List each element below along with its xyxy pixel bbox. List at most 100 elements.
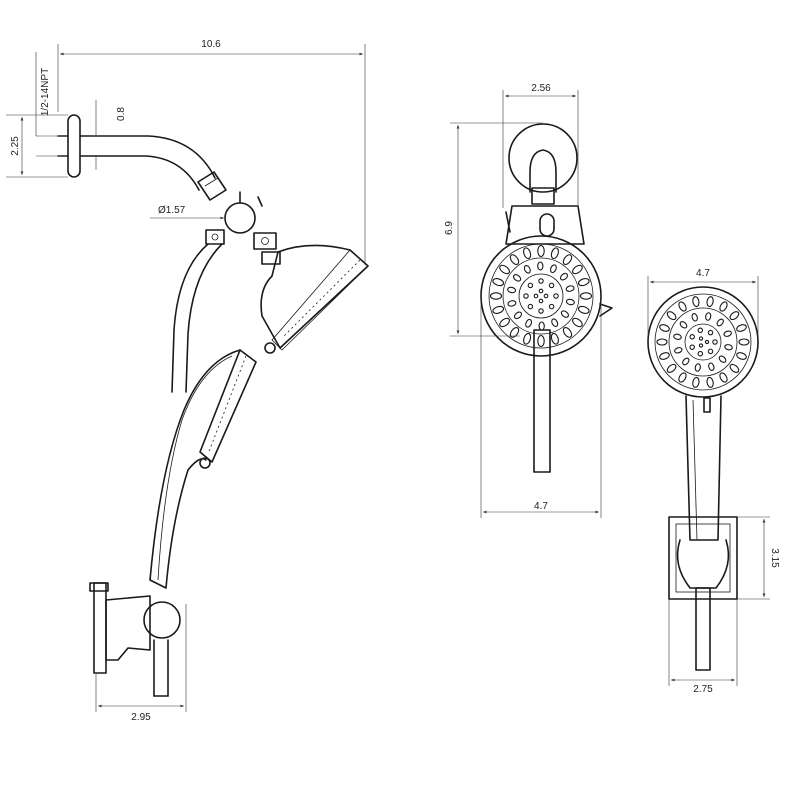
spray-nozzle xyxy=(548,303,555,310)
spray-nozzle xyxy=(527,303,534,310)
spray-nozzle xyxy=(507,300,517,307)
spray-nozzle xyxy=(512,274,522,282)
spray-nozzle xyxy=(577,278,590,287)
hose-connector xyxy=(205,229,225,245)
wall-bracket xyxy=(89,582,181,697)
spray-nozzle xyxy=(682,357,690,366)
dim-hand-head-width: 4.7 xyxy=(696,268,710,279)
spray-nozzle xyxy=(523,332,532,345)
spray-nozzle xyxy=(692,296,700,308)
spray-nozzle xyxy=(577,305,590,314)
spray-nozzle xyxy=(543,293,549,299)
spray-nozzle xyxy=(719,301,728,312)
spray-nozzle xyxy=(659,352,670,360)
dim-flange-height: 2.25 xyxy=(10,136,21,156)
spray-nozzle xyxy=(673,333,682,340)
spray-nozzle xyxy=(579,292,593,300)
spray-nozzle xyxy=(538,321,545,331)
spray-nozzle xyxy=(698,336,704,341)
spray-nozzle xyxy=(572,264,583,275)
spray-nozzle xyxy=(729,363,740,373)
dim-ball-diameter: Ø1.57 xyxy=(158,205,186,216)
spray-nozzle xyxy=(560,310,570,318)
spray-nozzle xyxy=(736,352,747,360)
spray-nozzle xyxy=(736,324,747,332)
spray-nozzle xyxy=(489,292,503,300)
arm-nut xyxy=(197,171,227,201)
spray-nozzle xyxy=(565,285,575,292)
spray-nozzle xyxy=(537,244,545,258)
spray-nozzle xyxy=(538,298,544,304)
hand-shower-view: 4.7 3.15 2.75 xyxy=(647,268,780,695)
spray-nozzle xyxy=(666,311,677,321)
spray-nozzle xyxy=(706,376,714,388)
front-shower-face xyxy=(480,235,602,357)
spray-nozzle xyxy=(706,296,714,308)
front-diverter xyxy=(505,205,585,245)
spray-nozzle xyxy=(679,321,688,329)
spray-nozzle xyxy=(719,372,728,383)
head-connector xyxy=(253,232,277,250)
dim-front-head-width: 4.7 xyxy=(534,501,548,512)
spray-nozzle xyxy=(550,247,559,260)
spray-nozzle xyxy=(678,372,687,383)
spray-nozzle xyxy=(678,301,687,312)
dim-arm-offset: 0.8 xyxy=(116,107,127,121)
hand-shower-face xyxy=(647,286,759,398)
spray-nozzle xyxy=(698,343,704,348)
spray-nozzle xyxy=(537,334,545,348)
spray-nozzle xyxy=(549,264,557,274)
front-hose xyxy=(533,329,551,473)
spray-nozzle xyxy=(538,308,544,314)
fixed-shower-head xyxy=(260,244,369,354)
spray-nozzle xyxy=(538,278,544,284)
spray-nozzle xyxy=(492,278,505,287)
spray-nozzle xyxy=(724,344,733,351)
dim-side-width: 10.6 xyxy=(201,39,221,50)
spray-nozzle xyxy=(551,318,559,328)
dim-holder-width: 2.75 xyxy=(693,684,713,695)
spray-nozzle xyxy=(537,261,544,271)
spray-nozzle xyxy=(707,348,714,355)
spray-nozzle xyxy=(553,293,559,299)
hand-wall-holder xyxy=(668,516,738,600)
spray-nozzle xyxy=(656,338,668,346)
spray-nozzle xyxy=(513,311,523,320)
spray-nozzle xyxy=(562,327,573,338)
spray-nozzle xyxy=(562,254,573,265)
dim-holder-height: 3.15 xyxy=(769,548,780,568)
spray-nozzle xyxy=(738,338,750,346)
spray-nozzle xyxy=(691,313,698,322)
spray-nozzle xyxy=(708,362,715,371)
wall-flange xyxy=(67,114,81,178)
fixed-head-lever xyxy=(264,342,276,354)
spray-nozzle xyxy=(499,317,510,328)
spray-nozzle xyxy=(689,344,695,350)
hand-shower xyxy=(149,349,257,589)
spray-nozzle xyxy=(716,318,724,327)
spray-nozzle xyxy=(697,327,704,334)
spray-nozzle xyxy=(692,376,700,388)
spray-nozzle xyxy=(525,318,533,328)
spray-nozzle xyxy=(550,332,559,345)
spray-nozzle xyxy=(548,282,555,289)
side-view: 10.6 1/2-14NPT 2.25 0.8 Ø1.57 2.95 xyxy=(6,39,369,723)
diverter-ball xyxy=(224,202,256,234)
front-flange xyxy=(508,123,578,193)
spray-nozzle xyxy=(523,293,529,299)
spray-nozzle xyxy=(509,327,520,338)
dim-pipe-thread: 1/2-14NPT xyxy=(40,68,51,116)
dim-bracket-width: 2.95 xyxy=(131,712,151,723)
front-connector xyxy=(531,187,555,205)
front-view: 2.56 6.9 4.7 xyxy=(444,83,613,518)
spray-nozzle xyxy=(499,264,510,275)
spray-nozzle xyxy=(707,329,714,336)
spray-nozzle xyxy=(705,312,712,321)
spray-nozzle xyxy=(523,264,531,274)
spray-nozzle xyxy=(559,272,569,281)
spray-nozzle xyxy=(674,347,683,354)
spray-nozzle xyxy=(666,363,677,373)
spray-nozzle xyxy=(509,254,520,265)
spray-nozzle xyxy=(659,324,670,332)
